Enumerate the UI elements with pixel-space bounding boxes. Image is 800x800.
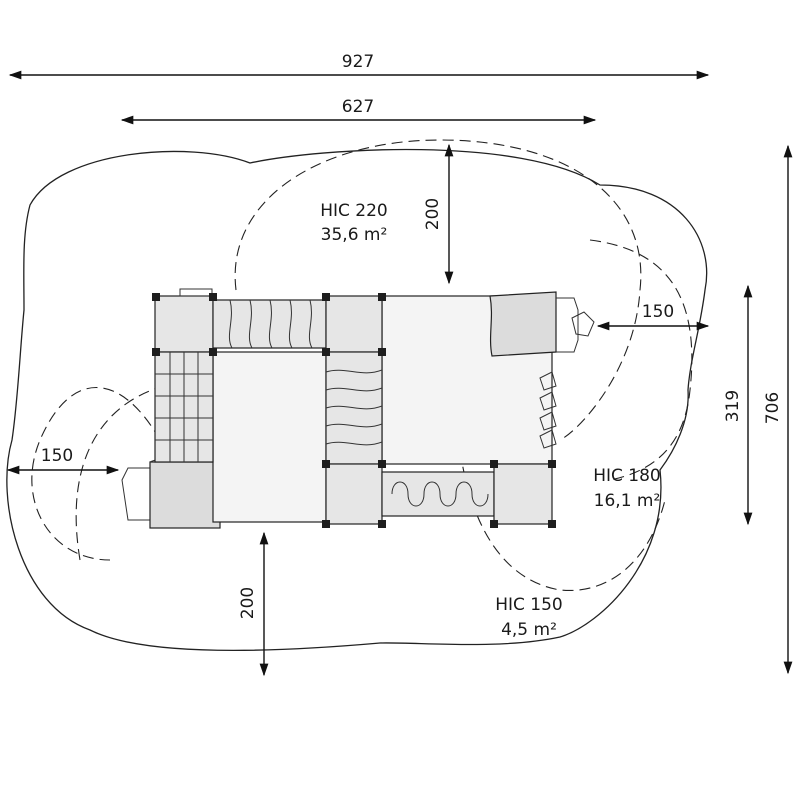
- stepping-stones: [539, 371, 557, 449]
- wave-bridge-lines: [228, 299, 313, 349]
- tower-bottom-right: [493, 463, 553, 525]
- tower-bottom-middle: [325, 463, 383, 525]
- left-slide-platform: [149, 461, 221, 529]
- spring-bridge-coils: [391, 481, 489, 507]
- tower-top-left: [154, 295, 214, 353]
- zone-hic-220-area: 35,6 m²: [321, 225, 388, 245]
- fall-zone-right: [589, 239, 693, 481]
- dim-total-width: 927: [342, 52, 374, 72]
- posts: [152, 293, 556, 528]
- zone-hic-220-label: HIC 220: [320, 201, 388, 221]
- zone-hic-150-area: 4,5 m²: [501, 620, 557, 640]
- dim-structure-depth: 319: [723, 390, 743, 422]
- wave-climber-lines: [325, 369, 383, 446]
- right-access-rail: [556, 297, 579, 353]
- zone-hic-150-label: HIC 150: [495, 595, 563, 615]
- dim-top-clearance: 200: [423, 198, 443, 230]
- tower-top-left-roof: [179, 288, 213, 297]
- fall-zone-top: [234, 139, 642, 441]
- tower-top-middle: [325, 295, 383, 353]
- spring-bridge: [381, 471, 495, 517]
- dim-bottom-clearance: 200: [238, 587, 258, 619]
- dim-right-clearance: 150: [642, 302, 674, 322]
- deck-left: [212, 351, 327, 523]
- fall-zone-left: [31, 387, 161, 561]
- dim-left-clearance: 150: [41, 446, 73, 466]
- climbing-net-grid: [155, 352, 213, 462]
- zone-hic-180-area: 16,1 m²: [594, 491, 661, 511]
- zone-hic-180-label: HIC 180: [593, 466, 661, 486]
- left-access-ramp: [121, 467, 152, 521]
- dim-structure-width: 627: [342, 97, 374, 117]
- dim-total-depth: 706: [763, 392, 783, 424]
- right-slide-platform: [489, 291, 557, 357]
- right-rock-holds: [571, 311, 595, 337]
